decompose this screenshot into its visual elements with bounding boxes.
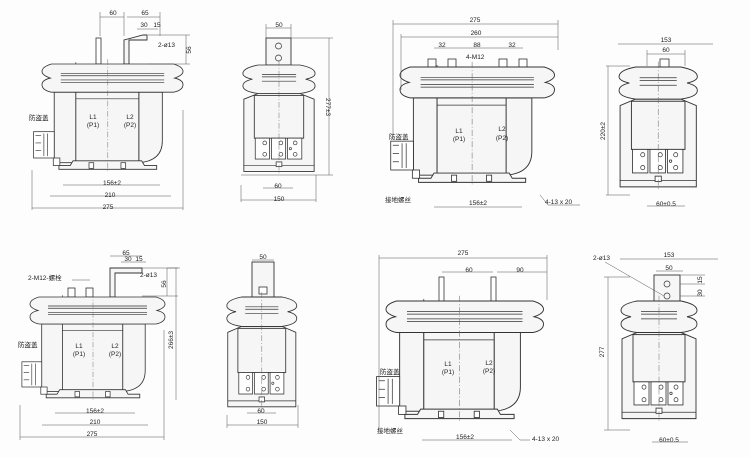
dim-label: 156±2 bbox=[456, 434, 474, 441]
dim-label: 210 bbox=[90, 419, 101, 426]
terminal-p1-label: (P1) bbox=[442, 369, 454, 376]
front-view-outline bbox=[376, 295, 544, 423]
dim-label: 90 bbox=[516, 267, 524, 274]
slots-label: 4-13 x 20 bbox=[545, 199, 572, 206]
terminal-p2-label: (P2) bbox=[109, 351, 121, 358]
dim-label: 15 bbox=[697, 276, 704, 284]
dim-label: 150 bbox=[257, 419, 268, 426]
hole-label: 2-ø13 bbox=[593, 255, 610, 262]
view-top-left-front: 60 65 30 15 2-ø13 56 L1 (P1) L2 (P2) 防盗盖… bbox=[29, 10, 193, 211]
terminal-l2-label: L2 bbox=[498, 126, 506, 133]
terminal-l1-label: L1 bbox=[89, 114, 97, 121]
terminal-l1-label: L1 bbox=[75, 343, 83, 350]
dim-label: 30 bbox=[697, 289, 704, 297]
dim-label: 50 bbox=[259, 254, 267, 261]
bolts-label: 2-M12-螺栓 bbox=[28, 273, 62, 282]
dim-label: 50 bbox=[275, 22, 283, 29]
view-top-left-side: 50 277±3 60 150 bbox=[240, 22, 333, 203]
front-view-outline bbox=[390, 61, 555, 186]
terminal-l2-label: L2 bbox=[485, 360, 493, 367]
view-bottom-left-front: 65 30 15 2-ø13 56 2-M12-螺栓 266±3 L1 (P1)… bbox=[18, 250, 180, 440]
dim-label: 153 bbox=[664, 252, 675, 259]
view-bottom-right-side: 2-ø13 153 50 30 15 277 60±0.5 bbox=[593, 252, 718, 444]
terminal-p2-label: (P2) bbox=[124, 122, 136, 129]
cover-label: 防盗盖 bbox=[380, 367, 400, 376]
dim-label: 88 bbox=[473, 42, 481, 49]
dim-label: 60 bbox=[662, 47, 670, 54]
terminal-p2-label: (P2) bbox=[483, 368, 495, 375]
dim-label: 210 bbox=[105, 192, 116, 199]
bolts-label: 4-M12 bbox=[466, 54, 485, 61]
side-view-outline bbox=[242, 59, 316, 175]
side-view-outline bbox=[226, 291, 298, 411]
hole-label: 2-ø13 bbox=[140, 272, 157, 279]
dim-label: 60 bbox=[465, 267, 473, 274]
primary-terminal-bar bbox=[95, 37, 102, 65]
dim-label: 60±0.5 bbox=[659, 437, 679, 444]
dim-label: 150 bbox=[274, 196, 285, 203]
dim-label: 65 bbox=[141, 10, 149, 17]
dim-label: 15 bbox=[153, 22, 161, 29]
dim-label: 32 bbox=[508, 42, 516, 49]
dim-label: 30 bbox=[124, 256, 132, 263]
hole-label: 2-ø13 bbox=[158, 42, 175, 49]
dim-label: 60±0.5 bbox=[656, 201, 676, 208]
dim-label: 15 bbox=[135, 256, 143, 263]
side-view-outline bbox=[620, 295, 698, 423]
view-top-right-front: 275 260 32 88 32 4-M12 L1 (P1) L2 (P2) 防… bbox=[385, 17, 580, 208]
terminal-l1-label: L1 bbox=[455, 128, 463, 135]
dim-label: 275 bbox=[87, 431, 98, 438]
dim-label: 60 bbox=[257, 408, 265, 415]
dim-label: 266±3 bbox=[168, 331, 175, 349]
view-bottom-left-side: 50 60 150 bbox=[226, 254, 299, 428]
dim-label: 275 bbox=[470, 17, 481, 24]
dim-label: 50 bbox=[665, 265, 673, 272]
terminal-p1-label: (P1) bbox=[453, 136, 465, 143]
terminal-p1-label: (P1) bbox=[87, 122, 99, 129]
dim-label: 156±2 bbox=[469, 200, 487, 207]
dim-label: 275 bbox=[458, 250, 469, 257]
dim-label: 153 bbox=[661, 37, 672, 44]
view-bottom-right-front: 275 60 90 L1 (P1) L2 (P2) 防盗盖 接地螺丝 156±2… bbox=[376, 250, 559, 443]
busbar-end bbox=[265, 37, 292, 66]
busbar bbox=[123, 34, 148, 65]
dim-label: 277±3 bbox=[324, 98, 331, 116]
cover-label: 防盗盖 bbox=[29, 113, 49, 122]
front-view-outline bbox=[33, 58, 184, 173]
dim-label: 156±2 bbox=[103, 180, 121, 187]
cover-label: 防盗盖 bbox=[18, 340, 38, 349]
dim-label: 260 bbox=[471, 30, 482, 37]
dim-label: 30 bbox=[140, 22, 148, 29]
dim-label: 275 bbox=[103, 204, 114, 211]
ground-screw-label: 接地螺丝 bbox=[385, 195, 412, 204]
dim-label: 156±2 bbox=[86, 408, 104, 415]
terminal-l1-label: L1 bbox=[444, 361, 452, 368]
dim-label: 60 bbox=[274, 183, 282, 190]
terminal-p2-label: (P2) bbox=[496, 135, 508, 142]
dim-label: 65 bbox=[122, 250, 130, 257]
terminal-p1-label: (P1) bbox=[73, 351, 85, 358]
terminal-l2-label: L2 bbox=[111, 343, 119, 350]
dim-label: 56 bbox=[161, 280, 168, 288]
dim-label: 32 bbox=[438, 42, 446, 49]
dim-label: 220±2 bbox=[600, 122, 607, 140]
ground-screw-label: 接地螺丝 bbox=[377, 426, 404, 435]
dim-label: 60 bbox=[109, 10, 117, 17]
slots-label: 4-13 x 20 bbox=[532, 436, 559, 443]
front-view-outline bbox=[21, 292, 166, 401]
dim-label: 56 bbox=[186, 46, 193, 54]
terminal-l2-label: L2 bbox=[126, 114, 134, 121]
cover-label: 防盗盖 bbox=[389, 132, 409, 141]
view-top-right-side: 153 60 220±2 60±0.5 bbox=[600, 37, 713, 208]
side-view-outline bbox=[618, 61, 698, 191]
dim-label: 277 bbox=[599, 346, 606, 357]
